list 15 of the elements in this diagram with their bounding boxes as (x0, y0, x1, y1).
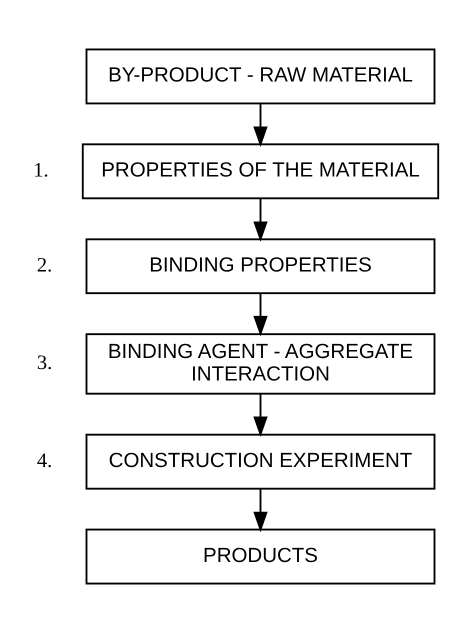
node-box: CONSTRUCTION EXPERIMENT (86, 434, 436, 490)
arrow (253, 394, 268, 437)
arrow (253, 104, 268, 148)
node-label: 4. (36, 450, 52, 472)
node-label: 3. (36, 352, 52, 374)
node-box: BY-PRODUCT - RAW MATERIAL (86, 48, 436, 104)
node-box: BINDING PROPERTIES (86, 238, 436, 294)
node-box: PROPERTIES OF THE MATERIAL (82, 143, 440, 200)
node-box: PRODUCTS (86, 528, 436, 584)
arrow (253, 488, 268, 532)
node-label: 1. (33, 160, 49, 182)
arrow (253, 198, 268, 242)
node-box: BINDING AGENT - AGGREGATE INTERACTION (86, 333, 436, 395)
arrow (253, 293, 268, 336)
node-label: 2. (36, 254, 52, 276)
